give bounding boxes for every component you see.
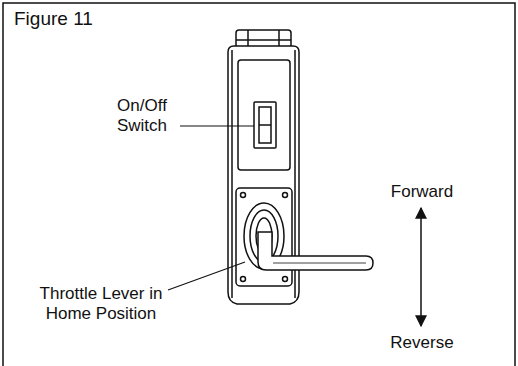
lever-leader <box>168 262 245 290</box>
part-label: On/Off Switch <box>92 96 192 136</box>
part-label: Throttle Lever in Home Position <box>18 284 184 324</box>
figure-frame <box>3 3 515 366</box>
switch-leader <box>180 125 254 126</box>
direction-arrow <box>420 208 422 326</box>
figure-title: Figure 11 <box>14 8 93 30</box>
direction-label: Reverse <box>380 333 464 353</box>
direction-label: Forward <box>382 182 462 202</box>
leader-lines <box>168 126 254 290</box>
throttle-device <box>228 30 373 304</box>
